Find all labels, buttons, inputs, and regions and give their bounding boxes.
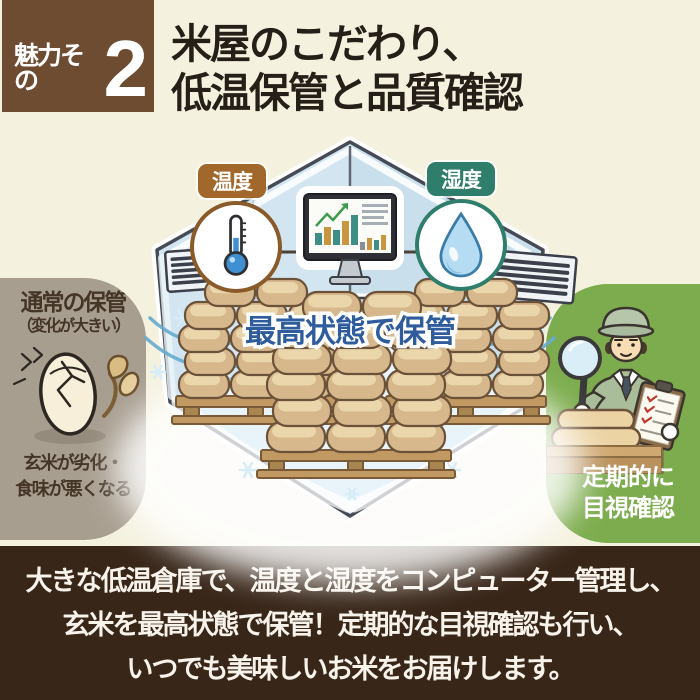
normal-storage-panel: 通常の保管 （変化が大きい） [0,278,146,540]
thermometer-gauge [190,201,282,293]
humidity-gauge [415,199,507,291]
snowflake-icon [149,364,167,380]
screen-mini-chart [360,235,386,250]
water-drop-icon [439,211,483,278]
snowflake-icon [344,487,360,501]
snowflake-icon [510,365,526,379]
inspector-illustration [546,298,700,476]
visual-check-panel: 定期的に 目視確認 [546,284,700,543]
screen-text-lines [362,204,388,225]
temperature-badge: 温度 [198,164,266,198]
normal-storage-subheading: （変化が大きい） [16,318,131,335]
inspector-cap [597,306,655,339]
badge-prefix-label: 魅力その [14,42,85,95]
humidity-badge: 湿度 [427,162,495,196]
title-line-1: 米屋のこだわり、 [171,21,483,67]
inspector-icon [546,306,686,476]
footer-line-1: 大きな低温倉庫で、温度と湿度をコンピューター管理し、 [25,566,677,596]
visual-check-caption: 定期的に 目視確認 [582,464,675,522]
snowflake-icon [198,294,212,306]
normal-storage-caption: 玄米が劣化・ 食味が悪くなる [15,453,132,499]
title-line-2: 低温保管と品質確認 [171,70,524,116]
stress-squiggle-marks [12,346,44,386]
best-condition-caption: 最高状態で保管 最高状態で保管 [242,311,460,353]
monitoring-computer-icon [296,186,428,321]
cracked-grain-icon [12,346,140,444]
thermometer-icon [223,214,249,276]
footer-description: 大きな低温倉庫で、温度と湿度をコンピューター管理し、 玄米を最高状態で保管！定期… [0,546,700,700]
snowflake-icon [172,308,194,328]
footer-line-3: いつでも美味しいお米をお届けします。 [126,654,575,684]
page-title: 米屋のこだわり、 低温保管と品質確認 [171,20,524,118]
footer-line-2: 玄米を最高状態で保管！定期的な目視確認も行い、 [62,610,640,640]
snowflake-icon [238,461,258,479]
badge-number: 2 [103,24,149,114]
normal-storage-heading: 通常の保管 [20,289,128,315]
withered-sprout [102,354,140,418]
cracked-rice-grain-illustration [2,336,144,448]
screen-bar-chart [315,203,358,245]
appeal-number-badge: 魅力その 2 [2,0,154,112]
snowflake-icon [442,461,462,479]
